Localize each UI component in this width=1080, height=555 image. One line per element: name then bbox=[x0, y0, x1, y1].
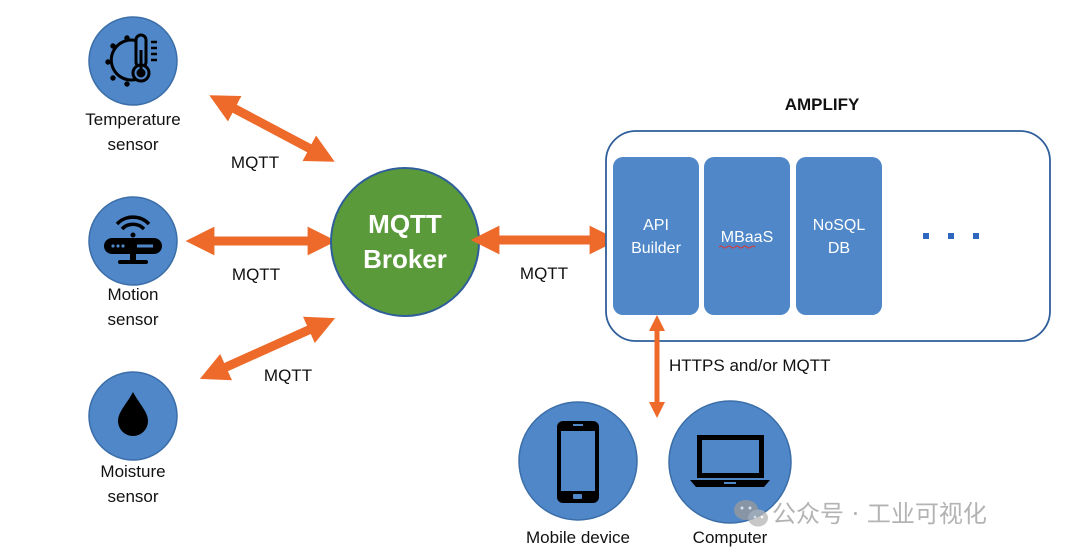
spellcheck-underline bbox=[718, 245, 756, 249]
mqtt-broker-node[interactable]: MQTT Broker bbox=[330, 167, 480, 317]
motion-sensor-node[interactable]: Motion sensor bbox=[88, 196, 178, 329]
nosql-db-label-2: DB bbox=[828, 240, 850, 257]
motion-mqtt-label: MQTT bbox=[232, 265, 280, 284]
water-drop-icon bbox=[118, 392, 148, 436]
watermark: 公众号 · 工业可视化 bbox=[734, 500, 987, 528]
temperature-sensor-circle bbox=[88, 16, 178, 106]
mbaas-box bbox=[704, 157, 790, 315]
broker-label-2: Broker bbox=[363, 244, 447, 274]
mbaas-label: MBaaS bbox=[721, 229, 773, 246]
laptop-icon bbox=[690, 435, 770, 487]
nosql-db-label-1: NoSQL bbox=[813, 217, 866, 234]
api-builder-module[interactable]: API Builder bbox=[613, 157, 699, 315]
nosql-db-module[interactable]: NoSQL DB bbox=[796, 157, 882, 315]
moisture-sensor-node[interactable]: Moisture sensor bbox=[88, 371, 178, 506]
watermark-text: 公众号 · 工业可视化 bbox=[772, 500, 987, 528]
moisture-sensor-label-1: Moisture bbox=[100, 462, 165, 481]
mobile-device-node[interactable]: Mobile device bbox=[518, 401, 638, 547]
thermometer-sun-icon bbox=[105, 33, 157, 87]
temperature-mqtt-label: MQTT bbox=[231, 153, 279, 172]
temperature-sensor-node[interactable]: Temperature sensor bbox=[85, 16, 181, 154]
motion-sensor-label-1: Motion bbox=[107, 285, 158, 304]
moisture-mqtt-label: MQTT bbox=[264, 366, 312, 385]
computer-label: Computer bbox=[693, 528, 768, 547]
temperature-mqtt-arrow bbox=[209, 95, 335, 162]
broker-amplify-label: MQTT bbox=[520, 264, 568, 283]
computer-node[interactable]: Computer bbox=[668, 400, 792, 547]
motion-sensor-label-2: sensor bbox=[107, 310, 158, 329]
smartphone-icon bbox=[557, 421, 599, 503]
mobile-device-label: Mobile device bbox=[526, 528, 630, 547]
more-modules-ellipsis bbox=[923, 233, 979, 239]
client-link-label: HTTPS and/or MQTT bbox=[669, 356, 831, 375]
api-builder-box bbox=[613, 157, 699, 315]
wifi-router-icon bbox=[104, 215, 162, 264]
moisture-sensor-label-2: sensor bbox=[107, 487, 158, 506]
broker-label-1: MQTT bbox=[368, 209, 442, 239]
mbaas-module[interactable]: MBaaS bbox=[704, 157, 790, 315]
api-builder-label-1: API bbox=[643, 217, 669, 234]
temperature-sensor-label-2: sensor bbox=[107, 135, 158, 154]
amplify-title: AMPLIFY bbox=[785, 95, 860, 114]
moisture-mqtt-arrow bbox=[199, 316, 336, 381]
temperature-sensor-label-1: Temperature bbox=[85, 110, 180, 129]
nosql-db-box bbox=[796, 157, 882, 315]
wechat-icon bbox=[734, 500, 768, 527]
broker-circle bbox=[330, 167, 480, 317]
api-builder-label-2: Builder bbox=[631, 240, 681, 257]
